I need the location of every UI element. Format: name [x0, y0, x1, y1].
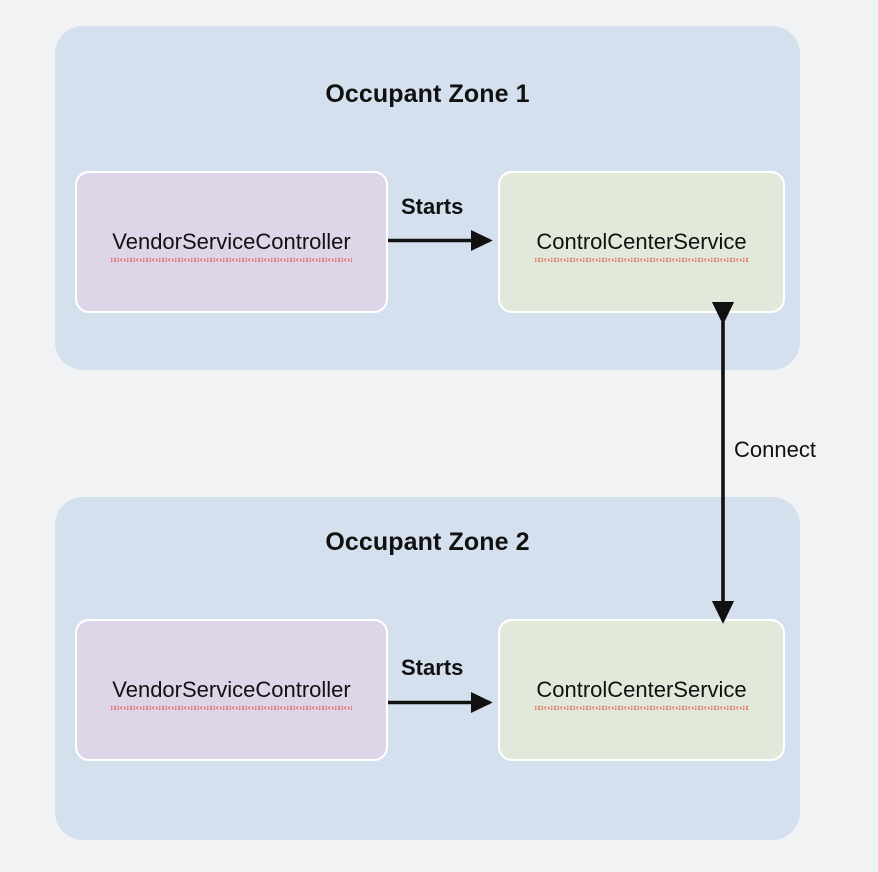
zone-2-control-center-service-node[interactable]: ControlCenterService: [498, 619, 785, 761]
zone-2-vendor-service-controller-node[interactable]: VendorServiceController: [75, 619, 388, 761]
zone-2-starts-label: Starts: [401, 655, 464, 680]
zone-2-title: Occupant Zone 2: [325, 528, 530, 556]
connect-label: Connect: [734, 437, 816, 462]
zone-2-control-center-service-label: ControlCenterService: [536, 677, 747, 702]
occupant-zone-2-container: Occupant Zone 2 VendorServiceController …: [55, 497, 800, 840]
zone-1-control-center-service-label: ControlCenterService: [536, 229, 747, 254]
zone-1-vendor-service-controller-label: VendorServiceController: [112, 229, 351, 254]
occupant-zone-1-container: Occupant Zone 1 VendorServiceController …: [55, 26, 800, 370]
zone-1-starts-label: Starts: [401, 194, 464, 219]
zone-2-vendor-service-controller-label: VendorServiceController: [112, 677, 351, 702]
zone-1-control-center-service-node[interactable]: ControlCenterService: [498, 171, 785, 313]
zone-1-vendor-service-controller-node[interactable]: VendorServiceController: [75, 171, 388, 313]
zone-1-title: Occupant Zone 1: [325, 80, 530, 108]
